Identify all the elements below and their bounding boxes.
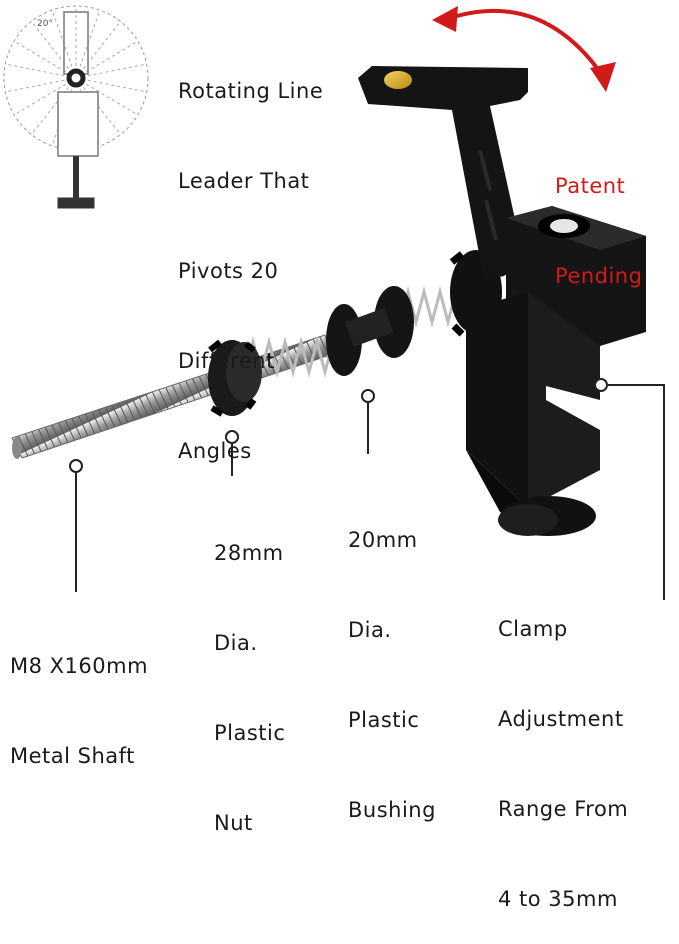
angle-label: 20°: [37, 19, 53, 29]
nut-label: 28mm Dia. Plastic Nut: [214, 541, 286, 835]
product-illustration: 20°: [3, 5, 665, 600]
patent-pending-label: Patent Pending: [555, 174, 643, 288]
rotating-line-leader-label: Rotating Line Leader That Pivots 20 Diff…: [178, 79, 324, 463]
shaft-label: M8 X160mm Metal Shaft: [10, 654, 149, 768]
bushing-label: 20mm Dia. Plastic Bushing: [348, 528, 436, 822]
plastic-nut: [208, 339, 262, 417]
rotating-arm: [358, 66, 528, 280]
clamp-body: [466, 206, 646, 536]
callout-leaders: [69, 378, 665, 600]
clamp-range-label: Clamp Adjustment Range From 4 to 35mm: [498, 617, 629, 911]
rotation-arrow-icon: [432, 6, 616, 92]
plastic-bushing: [326, 286, 414, 376]
pivot-angle-diagram: [3, 5, 149, 209]
